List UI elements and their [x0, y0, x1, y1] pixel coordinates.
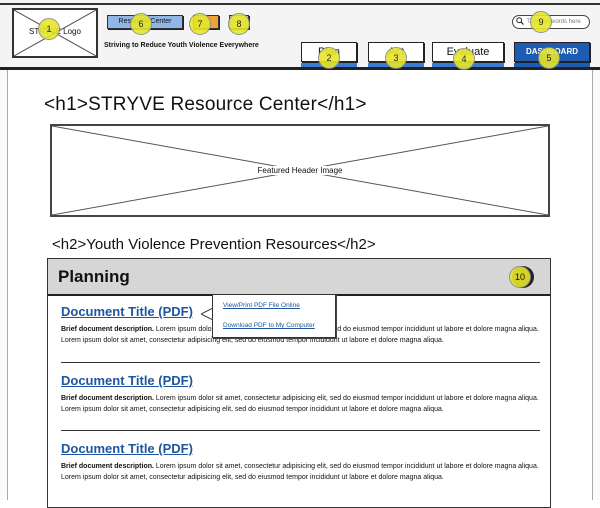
page-right-edge — [592, 70, 600, 500]
document-title-link[interactable]: Document Title (PDF) — [61, 441, 193, 456]
document-description-body: Lorem ipsum dolor sit amet, consectetur … — [61, 395, 539, 413]
site-header — [0, 0, 600, 70]
section-heading: <h2>Youth Violence Prevention Resources<… — [52, 236, 376, 253]
document-description-lead: Brief document description. — [61, 326, 154, 333]
featured-header-image: Featured Header Image — [50, 124, 550, 217]
pdf-options-popup: View/Print PDF File Online Download PDF … — [212, 294, 336, 338]
view-pdf-online-link[interactable]: View/Print PDF File Online — [223, 302, 300, 309]
hero-label: Featured Header Image — [256, 166, 344, 175]
site-tagline: Striving to Reduce Youth Violence Everyw… — [104, 42, 259, 49]
page-title: <h1>STRYVE Resource Center</h1> — [44, 94, 367, 115]
annotation-marker: 1 — [38, 18, 60, 40]
annotation-marker: 8 — [228, 13, 250, 35]
document-description-body: Lorem ipsum dolor sit amet, consectetur … — [61, 326, 539, 344]
annotation-marker: 4 — [453, 48, 475, 70]
search-placeholder: Type keywords here — [527, 19, 581, 25]
annotation-marker: 3 — [385, 47, 407, 69]
download-pdf-link[interactable]: Download PDF to My Computer — [223, 322, 315, 329]
annotation-marker: 6 — [130, 13, 152, 35]
document-divider — [61, 362, 540, 363]
document-description-lead: Brief document description. — [61, 395, 154, 402]
search-icon — [516, 17, 524, 25]
document-divider — [61, 430, 540, 431]
annotation-marker: 10 — [509, 266, 531, 288]
document-description: Brief document description. Lorem ipsum … — [61, 324, 541, 346]
page-left-edge — [0, 70, 8, 500]
document-description: Brief document description. Lorem ipsum … — [61, 393, 541, 415]
annotation-marker: 2 — [318, 47, 340, 69]
document-description: Brief document description. Lorem ipsum … — [61, 461, 541, 483]
document-title-link[interactable]: Document Title (PDF) — [61, 304, 193, 319]
annotation-marker: 5 — [538, 47, 560, 69]
document-description-lead: Brief document description. — [61, 463, 154, 470]
annotation-marker: 7 — [189, 13, 211, 35]
document-title-link[interactable]: Document Title (PDF) — [61, 373, 193, 388]
annotation-marker: 9 — [530, 11, 552, 33]
header-top-rule — [0, 3, 600, 5]
panel-title: Planning — [58, 267, 130, 286]
popup-pointer-icon — [201, 308, 213, 320]
planning-panel-header[interactable]: Planning — [47, 258, 551, 296]
document-description-body: Lorem ipsum dolor sit amet, consectetur … — [61, 463, 539, 481]
